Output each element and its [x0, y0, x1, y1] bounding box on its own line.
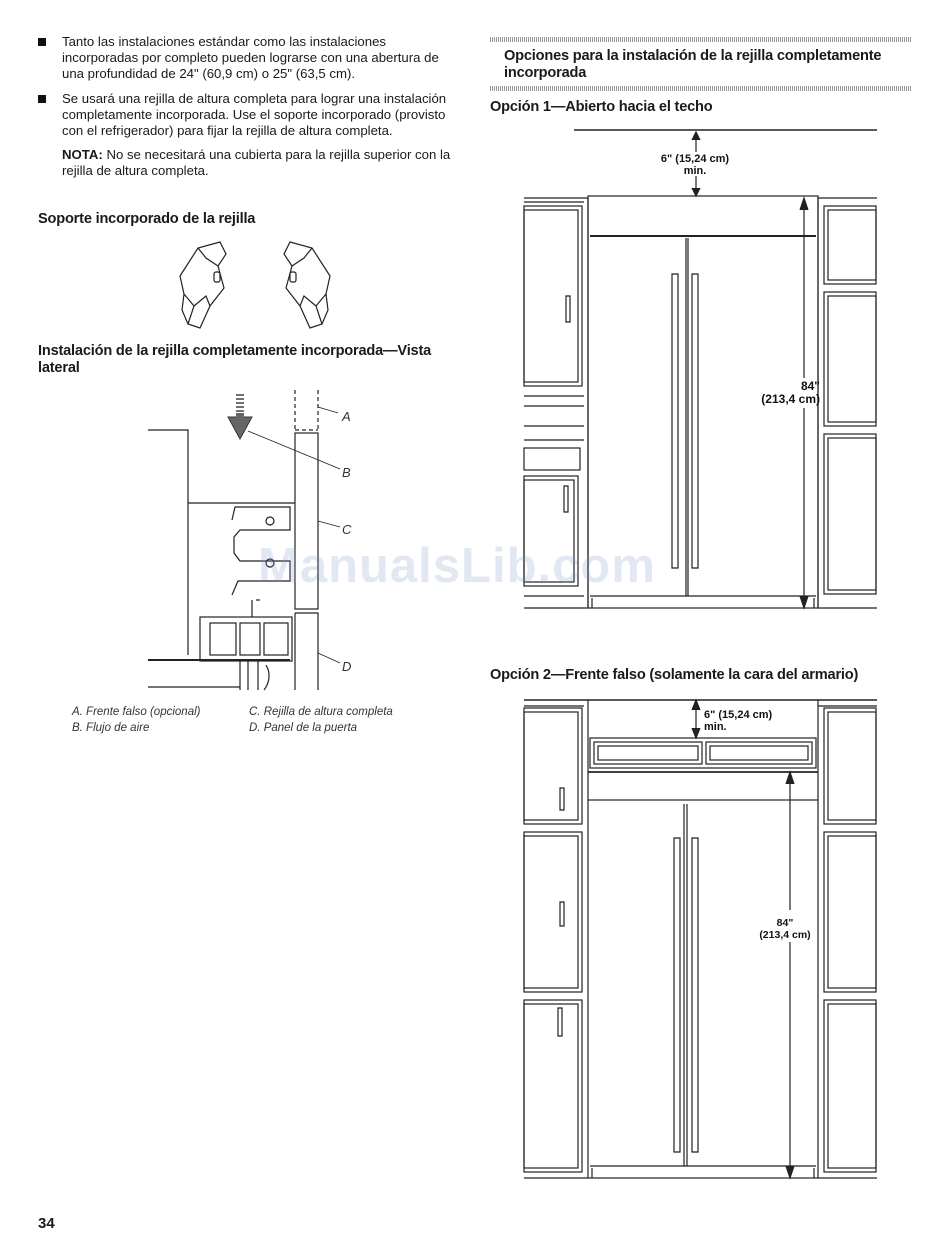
- callout-d: D: [342, 659, 352, 674]
- legend-item-c: C. Rejilla de altura completa: [249, 706, 393, 718]
- bracket-right-icon: [283, 241, 331, 329]
- option1-height-dimension: 84" (213,4 cm): [740, 380, 820, 406]
- option1-title: Opción 1—Abierto hacia el techo: [490, 99, 713, 115]
- legend-item-b: B. Flujo de aire: [72, 722, 150, 734]
- legend-item-a: A. Frente falso (opcional): [72, 706, 201, 718]
- airflow-arrow-icon: [227, 394, 253, 441]
- option1-top-dimension-value: 6" (15,24 cm): [660, 153, 730, 165]
- bullet-text: Se usará una rejilla de altura completa …: [62, 90, 447, 139]
- bullet-square-icon: [38, 38, 46, 46]
- option1-height-dimension-cm: (213,4 cm): [761, 392, 820, 406]
- header-band-top: [490, 37, 912, 42]
- option2-height-dimension: 84" (213,4 cm): [752, 917, 818, 941]
- bullet-text: Tanto las instalaciones estándar como la…: [62, 34, 439, 82]
- callout-c: C: [342, 522, 352, 537]
- note-text: No se necesitará una cubierta para la re…: [62, 147, 451, 179]
- option1-top-dimension-note: min.: [683, 165, 707, 177]
- legend-item-d: D. Panel de la puerta: [249, 722, 358, 734]
- bracket-left-icon: [179, 241, 227, 329]
- callout-b: B: [342, 465, 351, 480]
- option1-top-dimension: 6" (15,24 cm) min.: [640, 153, 750, 177]
- option2-top-dimension-note: min.: [704, 721, 727, 733]
- legend-right: C. Rejilla de altura completa D. Panel d…: [249, 704, 449, 736]
- bullet-item: Se usará una rejilla de altura completa …: [38, 91, 458, 140]
- legend-left: A. Frente falso (opcional) B. Flujo de a…: [72, 704, 242, 736]
- note: NOTA: No se necesitará una cubierta para…: [38, 147, 458, 179]
- watermark: ManualsLib.com: [258, 539, 656, 593]
- side-view-diagram: [148, 390, 341, 691]
- page-number: 34: [38, 1215, 55, 1232]
- bracket-illustration: [179, 241, 331, 329]
- option1-height-dimension-in: 84": [800, 379, 820, 393]
- option2-height-dimension-cm: (213,4 cm): [759, 929, 811, 941]
- intro-bullets: Tanto las instalaciones estándar como la…: [38, 34, 458, 180]
- bullet-item: Tanto las instalaciones estándar como la…: [38, 34, 458, 83]
- option2-height-dimension-in: 84": [776, 917, 794, 929]
- bullet-square-icon: [38, 94, 46, 103]
- header-band-bottom: [490, 86, 912, 91]
- option2-top-dimension: 6" (15,24 cm) min.: [704, 709, 794, 733]
- option2-top-dimension-value: 6" (15,24 cm): [704, 709, 773, 721]
- callout-a: A: [342, 409, 351, 424]
- section-title-bracket: Soporte incorporado de la rejilla: [38, 211, 256, 227]
- section-title-side-view: Instalación de la rejilla completamente …: [38, 343, 432, 376]
- option2-title: Opción 2—Frente falso (solamente la cara…: [490, 667, 859, 683]
- note-label: NOTA:: [62, 147, 103, 163]
- option2-diagram: [523, 698, 877, 1180]
- options-header: Opciones para la instalación de la rejil…: [504, 48, 882, 81]
- option1-diagram: [523, 129, 877, 610]
